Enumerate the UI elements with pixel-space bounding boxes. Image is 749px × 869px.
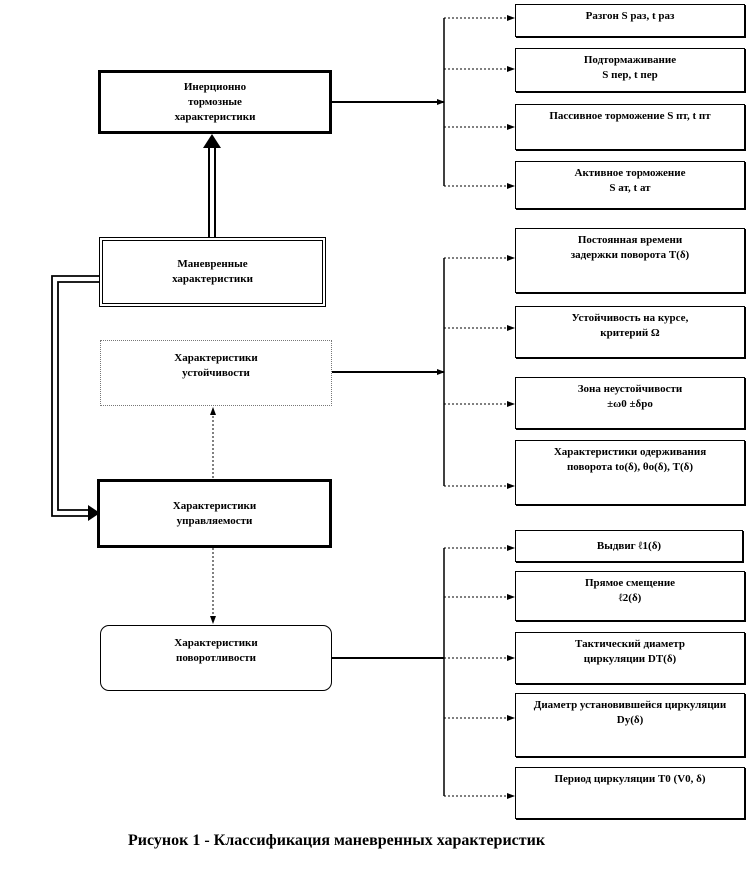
box-tactical-diameter: Тактический диаметр циркуляции DT(δ) [515,632,745,684]
maneuver-characteristics-box: Маневренные характеристики [99,237,326,307]
box-pre-braking: Подтормаживание S пер, t пер [515,48,745,92]
box-checking-turn: Характеристики одерживания поворота tо(δ… [515,440,745,505]
turning-characteristics-box: Характеристики поворотливости [100,625,332,691]
box-advance: Выдвиг ℓ1(δ) [515,530,743,562]
box-steady-diameter: Диаметр установившейся циркуляции Dу(δ) [515,693,745,757]
box-acceleration: Разгон S раз, t раз [515,4,745,37]
group-inertia-connectors [332,15,515,189]
box-turn-delay-constant: Постоянная времени задержки поворота T(δ… [515,228,745,293]
control-characteristics-box: Характеристики управляемости [97,479,332,548]
figure-caption: Рисунок 1 - Классификация маневренных ха… [128,832,546,849]
box-active-braking: Активное торможение S ат, t ат [515,161,745,209]
box-passive-braking: Пассивное торможение S пт, t пт [515,104,745,150]
group-turning-connectors [332,545,515,799]
box-transfer: Прямое смещение ℓ2(δ) [515,571,745,621]
group-stability-connectors [332,255,515,489]
maneuver-to-control-arrow [51,275,100,521]
box-instability-zone: Зона неустойчивости ±ω0 ±δро [515,377,745,429]
maneuver-to-inertia-arrow [203,134,221,238]
box-circulation-period: Период циркуляции T0 (V0, δ) [515,767,745,819]
stability-characteristics-box: Характеристики устойчивости [100,340,332,406]
inertia-braking-box: Инерционно тормозные характеристики [98,70,332,134]
box-course-stability: Устойчивость на курсе, критерий Ω [515,306,745,358]
